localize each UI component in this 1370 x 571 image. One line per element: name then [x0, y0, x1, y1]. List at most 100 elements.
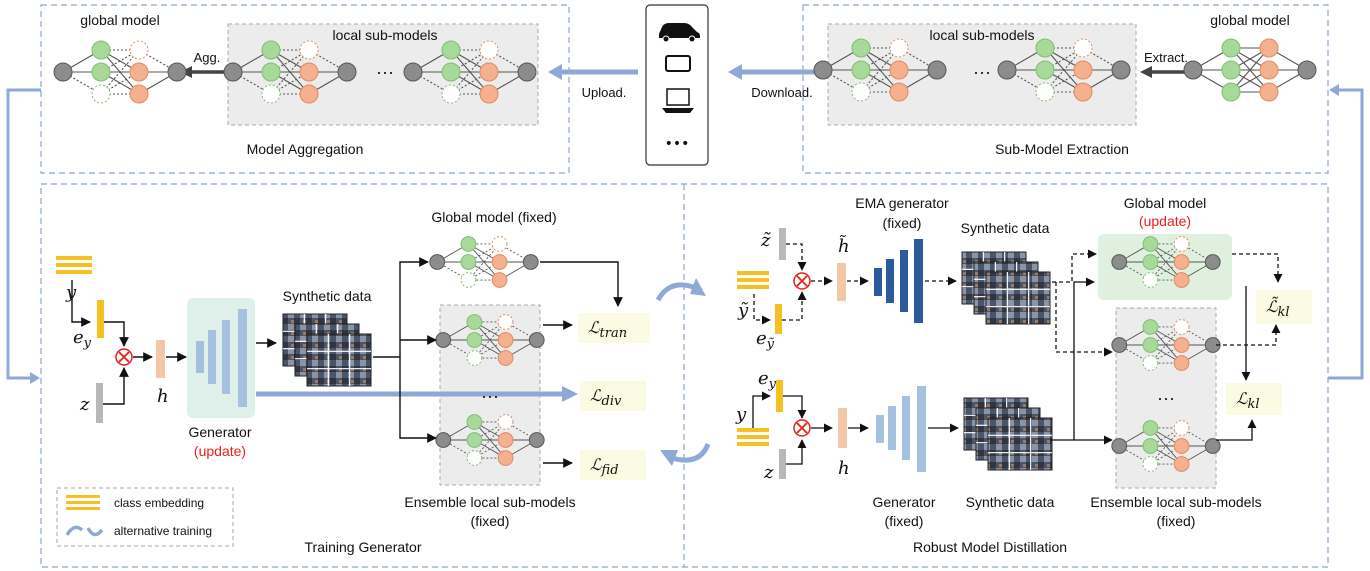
alternating-arrow-bottom [660, 442, 711, 466]
loss-tran: ℒtran [588, 318, 627, 341]
h-vector-train [156, 340, 165, 378]
legend-class-embedding: class embedding [114, 496, 204, 510]
panel-sub-model-extraction [802, 4, 1329, 174]
ensemble-net-train-2 [435, 414, 545, 466]
local-submodel-net-2 [403, 40, 537, 104]
legend-box [56, 487, 234, 547]
global-update-label-distill: (update) [1139, 213, 1191, 229]
device-box [645, 4, 709, 166]
global-fixed-net [429, 236, 539, 288]
loss-div: ℒdiv [590, 386, 622, 409]
download-label: Download. [751, 85, 812, 100]
panel-model-aggregation [40, 4, 570, 174]
class-embedding-y [56, 256, 92, 274]
loss-fid-box [580, 450, 646, 480]
ey-label-distill: ey [758, 368, 777, 392]
global-model-label-right: global model [1210, 12, 1289, 28]
ema-fixed: (fixed) [883, 215, 922, 231]
loss-kl-box [1226, 383, 1282, 415]
multiply-node-train [115, 348, 133, 366]
synthetic-data-train [282, 313, 372, 387]
y-label-distill: y [735, 404, 747, 425]
alternating-arrow-top [655, 278, 706, 302]
loss-kl-tilde-box [1256, 290, 1312, 324]
dots-right-top: ··· [973, 62, 991, 82]
loop-arrow-left [6, 88, 41, 380]
global-model-label-left: global model [80, 12, 159, 28]
loss-div-box [580, 381, 646, 411]
loss-tran-box [578, 313, 650, 343]
z-vector-distill [779, 449, 786, 479]
network-diagrams [53, 38, 1317, 472]
ensemble-fixed-train: (fixed) [471, 513, 510, 529]
synthetic-data-ema [961, 251, 1051, 325]
ensemble-box-right [1115, 307, 1217, 489]
synthetic-label-train: Synthetic data [283, 288, 372, 304]
z-tilde-label: z̃ [760, 230, 771, 251]
model-aggregation-title: Model Aggregation [247, 141, 364, 157]
ensemble-net-distill-1 [1111, 319, 1221, 371]
local-submodel-net-3 [813, 38, 947, 102]
class-embedding-y-distill [737, 428, 769, 446]
multiply-node-distill [793, 419, 811, 437]
h-label-train: h [157, 386, 169, 407]
generator-update-train: (update) [194, 443, 246, 459]
sub-model-extraction-title: Sub-Model Extraction [995, 141, 1129, 157]
dots-ensemble-train: ··· [481, 386, 499, 406]
h-vector-distill [838, 408, 847, 448]
synthetic-data-distill [963, 397, 1053, 471]
synthetic-label-distill: Synthetic data [966, 494, 1055, 510]
generator-label-train: Generator [188, 424, 251, 440]
loss-kl: ℒkl [1236, 389, 1260, 412]
dots-ensemble-distill: ··· [1157, 388, 1175, 408]
y-tilde-label: ỹ [737, 300, 749, 321]
phone-icon [665, 55, 691, 72]
legend-class-embedding-icon [66, 495, 100, 510]
y-label-train: y [65, 282, 77, 303]
multiply-node-ema [793, 272, 811, 290]
ensemble-label-distill: Ensemble local sub-models [1090, 494, 1261, 510]
synthetic-label-ema: Synthetic data [961, 220, 1050, 236]
class-embedding-y-tilde [737, 271, 769, 289]
ensemble-label-train: Ensemble local sub-models [404, 494, 575, 510]
z-tilde-vector [779, 228, 786, 260]
loop-arrow-right [1328, 88, 1364, 380]
ensemble-net-train-1 [435, 314, 545, 366]
z-label-distill: z [763, 462, 774, 483]
global-fixed-label: Global model (fixed) [431, 209, 556, 225]
upload-label: Upload. [582, 85, 627, 100]
global-model-label-distill: Global model [1124, 195, 1207, 211]
e-tilde-vector [775, 304, 782, 334]
car-icon [659, 23, 700, 43]
ensemble-net-distill-2 [1111, 420, 1221, 472]
ema-label: EMA generator [855, 195, 949, 211]
generator-distill [876, 386, 926, 472]
ey-vector-train [97, 300, 104, 338]
ey-label-train: ey [73, 327, 92, 351]
h-tilde-vector [837, 263, 846, 301]
generator-fixed-distill: (fixed) [885, 513, 924, 529]
z-label-train: z [79, 394, 90, 415]
generator-label-distill: Generator [872, 494, 935, 510]
local-submodels-label-left: local sub-models [332, 27, 437, 43]
ey-vector-distill [776, 380, 783, 412]
extract-label: Extract. [1144, 50, 1188, 65]
global-model-net-right [1183, 38, 1317, 102]
local-submodel-net-1 [223, 40, 357, 104]
local-submodel-net-4 [997, 38, 1131, 102]
h-label-distill: h [838, 458, 850, 479]
local-submodels-label-right: local sub-models [929, 27, 1034, 43]
h-tilde-label: h̃ [838, 234, 850, 257]
laptop-icon [662, 88, 694, 113]
ensemble-fixed-distill: (fixed) [1157, 513, 1196, 529]
device-dots: ••• [665, 136, 690, 152]
agg-label: Agg. [194, 50, 221, 65]
loss-fid: ℒfid [590, 455, 619, 478]
dots-left-top: ··· [376, 62, 394, 82]
generator-train [196, 309, 247, 407]
global-model-box-right [1098, 234, 1232, 300]
legend-alternative-training: alternative training [114, 524, 212, 538]
z-vector-train [96, 383, 103, 423]
global-model-net-left [53, 40, 187, 104]
